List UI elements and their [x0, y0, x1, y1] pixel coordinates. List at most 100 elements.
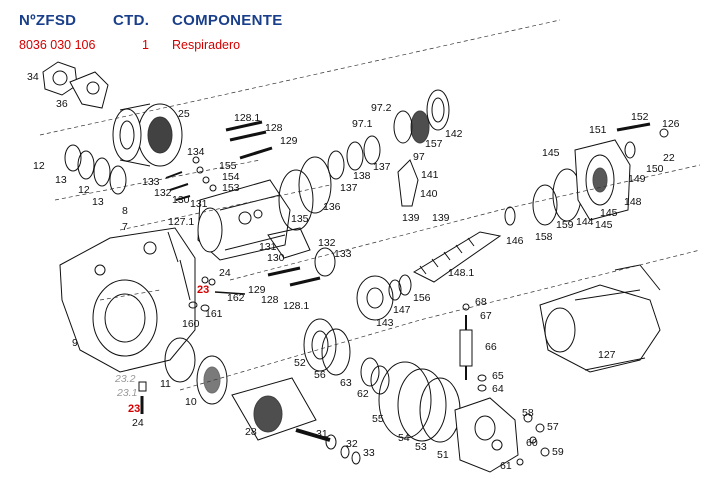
part-label-126[interactable]: 126: [662, 118, 680, 130]
part-label-127-1[interactable]: 127.1: [168, 216, 194, 228]
part-label-138[interactable]: 138: [353, 170, 371, 182]
part-label-135[interactable]: 135: [291, 213, 309, 225]
part-label-150[interactable]: 150: [646, 163, 664, 175]
part-label-155[interactable]: 155: [219, 160, 237, 172]
part-label-137[interactable]: 137: [373, 161, 391, 173]
part-label-159[interactable]: 159: [556, 219, 574, 231]
part-label-56[interactable]: 56: [314, 369, 326, 381]
part-label-64[interactable]: 64: [492, 383, 504, 395]
part-label-58[interactable]: 58: [522, 407, 534, 419]
part-label-10[interactable]: 10: [185, 396, 197, 408]
part-label-132[interactable]: 132: [318, 237, 336, 249]
column-header-component: COMPONENTE: [172, 12, 283, 29]
part-label-36[interactable]: 36: [56, 98, 68, 110]
part-label-23-2[interactable]: 23.2: [114, 373, 136, 385]
part-label-160[interactable]: 160: [182, 318, 200, 330]
part-label-55[interactable]: 55: [372, 413, 384, 425]
part-label-156[interactable]: 156: [413, 292, 431, 304]
part-label-130[interactable]: 130: [172, 194, 190, 206]
part-label-7[interactable]: 7: [122, 221, 128, 233]
part-label-157[interactable]: 157: [425, 138, 443, 150]
part-label-31[interactable]: 31: [316, 428, 328, 440]
part-label-148-1[interactable]: 148.1: [448, 267, 474, 279]
part-label-59[interactable]: 59: [552, 446, 564, 458]
part-label-23-breather-highlighted[interactable]: 23: [128, 403, 140, 415]
assembly-centerlines: [39, 19, 701, 391]
part-label-131[interactable]: 131: [259, 241, 277, 253]
part-label-127[interactable]: 127: [598, 349, 616, 361]
part-label-129[interactable]: 129: [248, 284, 266, 296]
part-label-9[interactable]: 9: [72, 337, 78, 349]
part-label-12[interactable]: 12: [33, 160, 45, 172]
part-label-154[interactable]: 154: [222, 171, 240, 183]
part-label-53[interactable]: 53: [415, 441, 427, 453]
part-label-145[interactable]: 145: [600, 207, 618, 219]
part-label-158[interactable]: 158: [535, 231, 553, 243]
part-label-23-1[interactable]: 23.1: [116, 387, 137, 399]
part-label-148[interactable]: 148: [624, 196, 642, 208]
part-label-13[interactable]: 13: [55, 174, 67, 186]
part-label-13[interactable]: 13: [92, 196, 104, 208]
part-label-12[interactable]: 12: [78, 184, 90, 196]
part-label-142[interactable]: 142: [445, 128, 463, 140]
part-label-66[interactable]: 66: [485, 341, 497, 353]
part-label-130[interactable]: 130: [267, 252, 285, 264]
part-label-146[interactable]: 146: [506, 235, 524, 247]
part-label-62[interactable]: 62: [357, 388, 369, 400]
part-label-128[interactable]: 128: [261, 294, 279, 306]
part-label-51[interactable]: 51: [437, 449, 449, 461]
part-label-97-2[interactable]: 97.2: [371, 102, 392, 114]
part-label-24[interactable]: 24: [219, 267, 231, 279]
part-label-24[interactable]: 24: [132, 417, 144, 429]
part-label-25[interactable]: 25: [178, 108, 190, 120]
part-label-139[interactable]: 139: [432, 212, 450, 224]
part-label-8[interactable]: 8: [122, 205, 128, 217]
part-label-33[interactable]: 33: [363, 447, 375, 459]
part-label-132[interactable]: 132: [154, 187, 172, 199]
part-label-161[interactable]: 161: [205, 308, 223, 320]
part-drawings: [42, 61, 669, 473]
selected-part-component[interactable]: Respiradero: [172, 38, 241, 52]
part-label-23-highlighted[interactable]: 23: [197, 284, 209, 296]
part-label-54[interactable]: 54: [398, 432, 410, 444]
part-label-128-1[interactable]: 128.1: [234, 112, 260, 124]
part-label-147[interactable]: 147: [393, 304, 411, 316]
part-label-11[interactable]: 11: [160, 378, 171, 390]
part-label-145[interactable]: 145: [595, 219, 613, 231]
part-label-97-1[interactable]: 97.1: [352, 118, 373, 130]
part-label-131[interactable]: 131: [190, 198, 208, 210]
part-label-28[interactable]: 28: [245, 426, 257, 438]
part-label-162[interactable]: 162: [227, 292, 245, 304]
part-label-149[interactable]: 149: [628, 173, 646, 185]
part-label-152[interactable]: 152: [631, 111, 649, 123]
part-label-151[interactable]: 151: [589, 124, 607, 136]
part-label-139[interactable]: 139: [402, 212, 420, 224]
part-label-22[interactable]: 22: [663, 152, 675, 164]
part-label-67[interactable]: 67: [480, 310, 492, 322]
part-label-128[interactable]: 128: [265, 122, 283, 134]
part-label-65[interactable]: 65: [492, 370, 504, 382]
part-label-63[interactable]: 63: [340, 377, 352, 389]
part-label-137[interactable]: 137: [340, 182, 358, 194]
part-label-140[interactable]: 140: [420, 188, 438, 200]
part-label-153[interactable]: 153: [222, 182, 240, 194]
part-label-134[interactable]: 134: [187, 146, 205, 158]
part-label-128-1[interactable]: 128.1: [283, 300, 309, 312]
selected-part-code[interactable]: 8036 030 106: [19, 38, 96, 52]
part-label-60[interactable]: 60: [526, 437, 538, 449]
part-label-68[interactable]: 68: [475, 296, 487, 308]
part-label-57[interactable]: 57: [547, 421, 559, 433]
part-label-52[interactable]: 52: [294, 357, 306, 369]
part-label-32[interactable]: 32: [346, 438, 358, 450]
part-label-143[interactable]: 143: [376, 317, 394, 329]
part-label-133[interactable]: 133: [334, 248, 352, 260]
part-label-97[interactable]: 97: [413, 151, 425, 163]
part-label-61[interactable]: 61: [500, 460, 512, 472]
part-label-133[interactable]: 133: [142, 176, 160, 188]
part-label-144[interactable]: 144: [576, 216, 594, 228]
part-label-136[interactable]: 136: [323, 201, 341, 213]
part-label-129[interactable]: 129: [280, 135, 298, 147]
part-label-34[interactable]: 34: [27, 71, 39, 83]
part-label-141[interactable]: 141: [421, 169, 439, 181]
part-label-145[interactable]: 145: [542, 147, 560, 159]
